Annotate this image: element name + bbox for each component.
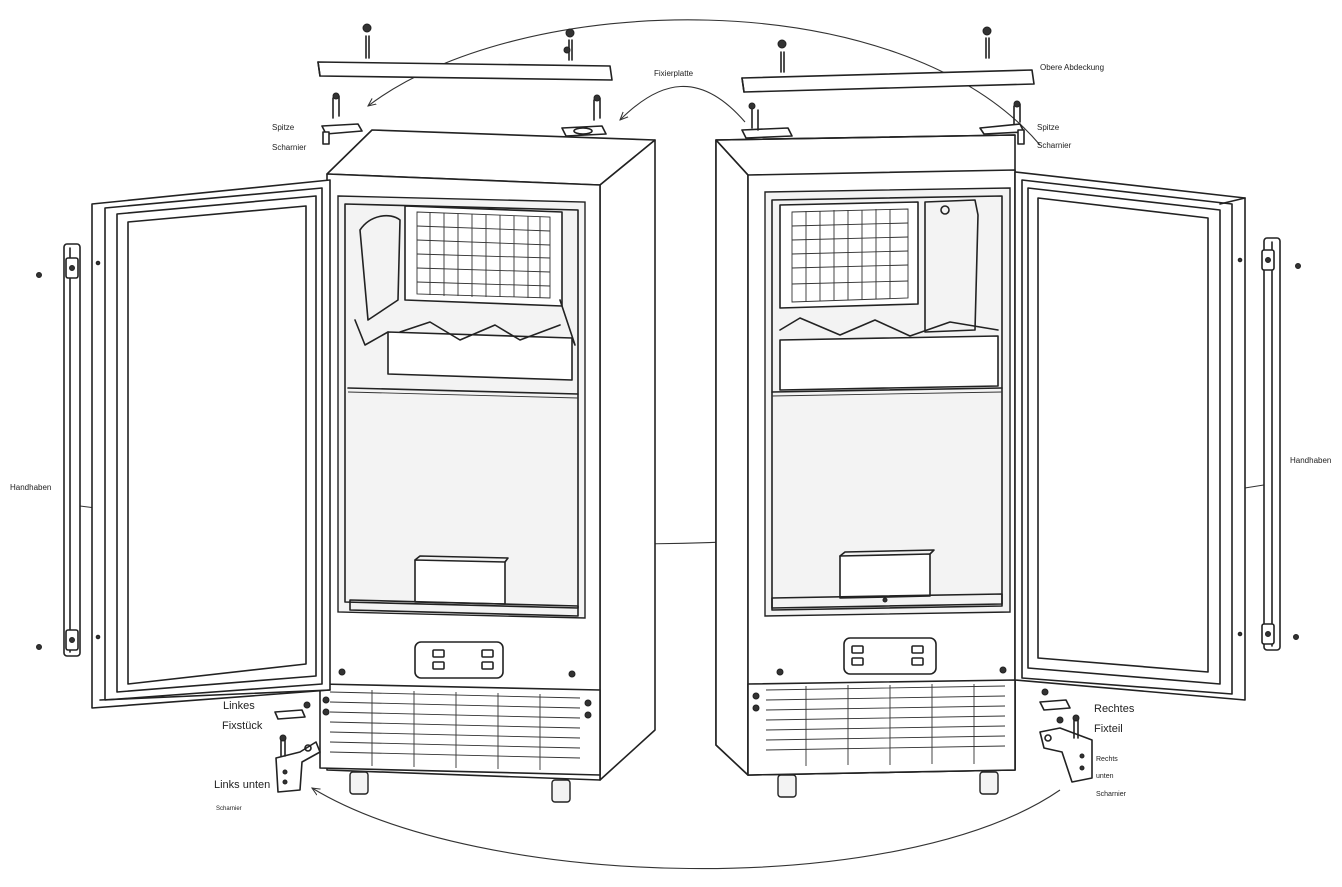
left-vent-grill xyxy=(329,690,581,770)
label-bottom-hinge-right-3: Scharnier xyxy=(1096,791,1127,798)
label-left-fixing-2: Fixstück xyxy=(222,720,263,732)
label-right-fixing-2: Fixteil xyxy=(1094,723,1123,735)
label-handle-left: Handhaben xyxy=(10,483,51,492)
label-top-hinge-right-2: Scharnier xyxy=(1037,141,1072,150)
callout-labels: Obere Abdeckung Fixierplatte Spitze Scha… xyxy=(10,63,1331,812)
label-bottom-hinge-left-2: Scharnier xyxy=(216,806,242,812)
label-top-hinge-left-1: Spitze xyxy=(272,123,295,132)
left-bottom-hinge xyxy=(275,734,321,793)
arrow-fixing-plate xyxy=(620,85,746,123)
left-cabinet xyxy=(319,129,656,803)
label-right-fixing-1: Rechtes xyxy=(1094,703,1135,715)
left-top-hinge xyxy=(321,92,363,145)
left-handle xyxy=(36,243,81,657)
label-top-hinge-right-1: Spitze xyxy=(1037,123,1060,132)
right-vent-grill xyxy=(765,684,1006,766)
arrow-bottom xyxy=(312,788,1061,870)
right-cabinet xyxy=(715,134,1016,798)
right-fixing-plate xyxy=(741,102,793,139)
label-handle-right: Handhaben xyxy=(1290,456,1331,465)
label-left-fixing-1: Linkes xyxy=(223,700,255,712)
right-bottom-hinge xyxy=(1039,714,1093,783)
label-fixing-plate: Fixierplatte xyxy=(654,69,694,78)
left-unit xyxy=(36,23,656,803)
right-top-cover xyxy=(741,26,1035,93)
left-fixing-plate xyxy=(561,94,607,137)
right-fixing-piece xyxy=(1039,688,1071,724)
label-bottom-hinge-left-1: Links unten xyxy=(214,779,270,791)
right-door xyxy=(1014,171,1246,701)
left-ice-grid xyxy=(404,205,563,307)
left-top-cover xyxy=(317,23,613,81)
left-fixing-piece xyxy=(274,701,311,720)
label-top-hinge-left-2: Scharnier xyxy=(272,143,307,152)
left-door xyxy=(91,179,331,709)
label-bottom-hinge-right-1: Rechts xyxy=(1096,756,1118,763)
right-unit xyxy=(715,26,1301,798)
right-handle xyxy=(1261,237,1301,651)
label-bottom-hinge-right-2: unten xyxy=(1096,773,1114,780)
right-ice-grid xyxy=(779,201,919,309)
right-top-hinge xyxy=(979,100,1025,145)
label-upper-cover: Obere Abdeckung xyxy=(1040,63,1104,72)
